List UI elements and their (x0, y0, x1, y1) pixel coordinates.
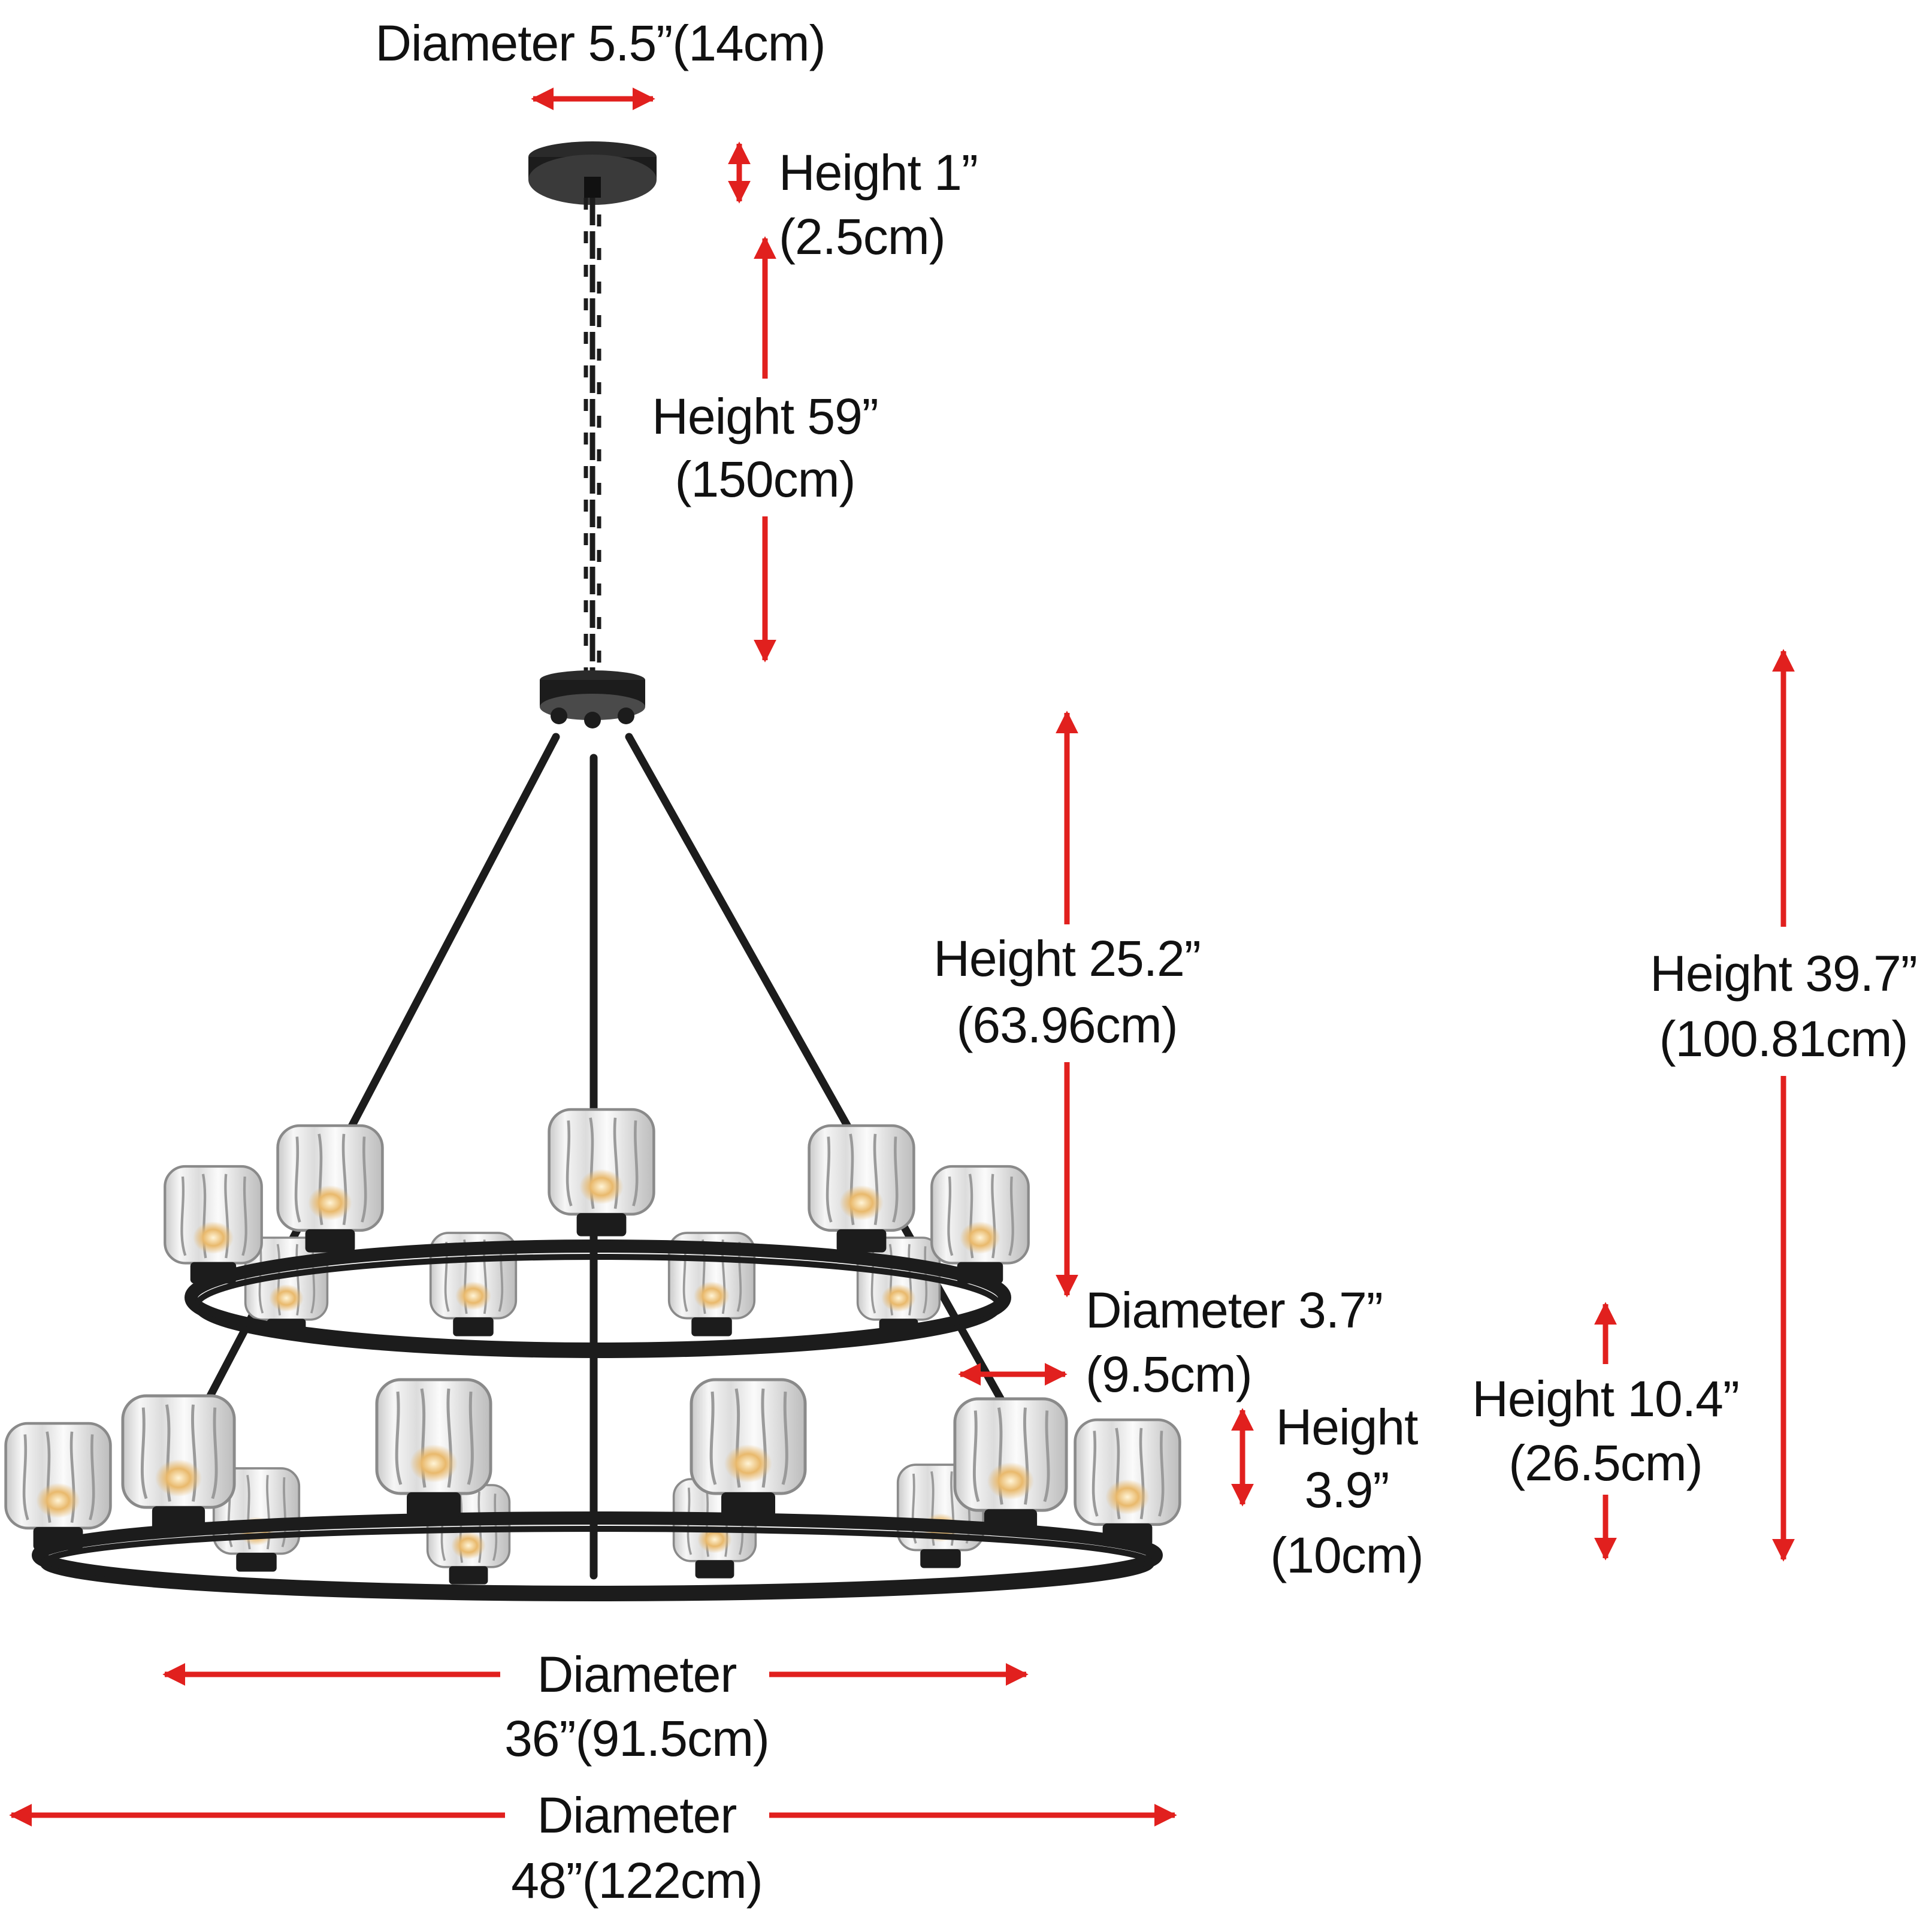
shade-diameter-label: Diameter 3.7” (1086, 1282, 1383, 1338)
shade-height-value: 3.9” (1304, 1462, 1390, 1518)
dimension-arrows (9, 87, 1795, 1827)
canopy-height-label: Height 1” (779, 144, 978, 201)
lower-ring-diameter-value: 48”(122cm) (511, 1852, 763, 1909)
shade-height-metric: (10cm) (1270, 1527, 1423, 1583)
shade-height-label: Height (1275, 1399, 1419, 1455)
upper-body-height-label: Height 25.2” (933, 930, 1201, 987)
chain (583, 198, 601, 674)
total-height-metric: (100.81cm) (1659, 1011, 1909, 1067)
ceiling-canopy (528, 141, 657, 205)
upper-ring (185, 1239, 1011, 1358)
tier-gap-height-label: Height 10.4” (1472, 1371, 1740, 1427)
canopy-diameter-label: Diameter 5.5”(14cm) (375, 15, 826, 71)
upper-body-height-metric: (63.96cm) (956, 997, 1178, 1053)
lower-ring-diameter-label: Diameter (537, 1787, 737, 1843)
lower-ring (32, 1511, 1163, 1601)
shade-diameter-metric: (9.5cm) (1086, 1346, 1253, 1402)
center-hub (540, 670, 645, 728)
upper-ring-diameter-label: Diameter (537, 1646, 737, 1703)
canopy-height-metric: (2.5cm) (779, 208, 946, 265)
chain-height-label: Height 59” (652, 388, 879, 445)
total-height-label: Height 39.7” (1650, 945, 1918, 1002)
chain-height-metric: (150cm) (675, 451, 855, 507)
tier-gap-height-metric: (26.5cm) (1508, 1435, 1703, 1491)
upper-ring-diameter-value: 36”(91.5cm) (504, 1710, 770, 1767)
